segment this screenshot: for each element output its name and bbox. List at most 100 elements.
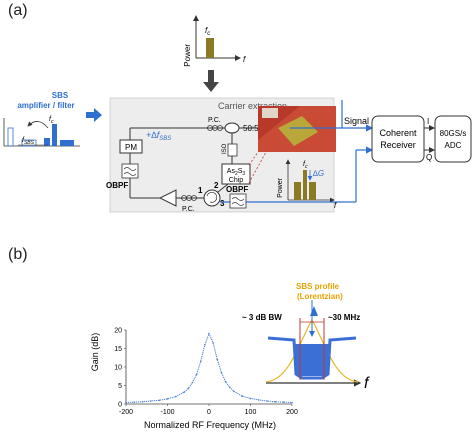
data-point	[125, 401, 127, 404]
data-point	[216, 358, 219, 361]
receiver-label: Receiver	[380, 140, 416, 150]
pc-icon	[207, 125, 223, 131]
mhz-label: ~30 MHz	[328, 313, 360, 322]
fsbs-label: fSBS	[22, 137, 35, 146]
pc-top-label: P.C.	[208, 117, 221, 124]
data-point	[183, 391, 185, 393]
power-axis-label: Power	[277, 177, 284, 198]
gain-label: ∆G	[313, 169, 324, 178]
sbs-subtitle: amplifier / filter	[17, 101, 74, 110]
y-tick-label: 15	[114, 346, 122, 353]
x-tick-label: 100	[245, 409, 257, 416]
coupler-icon	[224, 122, 240, 134]
output-spectrum: Power f fc ∆G	[277, 159, 337, 210]
gain-chart: -200 -100 0 100 200 0 5 10 15 20	[114, 328, 298, 417]
fc-label: fc	[49, 116, 54, 125]
coherent-label: Coherent	[379, 128, 417, 138]
x-tick-label: 0	[207, 409, 211, 416]
data-point	[228, 386, 231, 389]
data-point	[241, 395, 243, 398]
data-point	[204, 344, 206, 346]
data-point	[212, 342, 214, 344]
input-spectrum: Power f fc	[183, 15, 246, 67]
port-1-label: 1	[198, 186, 203, 195]
data-point	[141, 400, 144, 403]
chip-material-label: As2S3	[227, 168, 246, 177]
data-point	[291, 401, 293, 404]
f-label: f	[364, 375, 370, 392]
carrier-bar	[52, 124, 57, 146]
y-tick-label: 5	[118, 383, 122, 390]
panel-b-label: (b)	[8, 246, 28, 263]
obpf-left-icon	[121, 163, 139, 179]
port-2-label: 2	[214, 181, 219, 190]
adc-rate-label: 80GS/s	[440, 129, 467, 138]
data-point	[258, 399, 260, 401]
i-label: I	[427, 117, 429, 126]
pm-label: PM	[125, 143, 137, 152]
chip-photo	[258, 106, 336, 152]
obpf-right-icon	[229, 193, 247, 209]
data-point	[249, 397, 252, 400]
pm-box	[119, 139, 143, 154]
data-point	[233, 390, 235, 393]
data-point	[195, 373, 198, 376]
data-point	[166, 398, 169, 400]
signal-label: Signal	[344, 116, 369, 126]
y-tick-label: 10	[114, 365, 122, 372]
coupler-label: 50:50	[243, 124, 264, 133]
data-point	[187, 387, 190, 390]
series-line	[125, 332, 293, 403]
carrier-label: fc	[205, 26, 210, 37]
lorentzian-label: (Lorentzian)	[297, 292, 343, 301]
power-axis-label: Power	[183, 44, 192, 67]
iso-label: ISO	[222, 143, 228, 154]
sbs-profile-label: SBS profile	[296, 282, 340, 291]
data-point	[133, 401, 136, 403]
panel-a-label: (a)	[8, 2, 28, 19]
data-point	[266, 400, 268, 402]
down-arrow-icon	[203, 70, 219, 92]
chip-box	[221, 163, 251, 185]
pc-icon	[181, 195, 197, 201]
carrier-bar	[206, 38, 214, 58]
adc-box	[434, 115, 472, 163]
carrier-label: fc	[303, 161, 308, 170]
data-point	[191, 381, 194, 384]
data-point	[175, 395, 177, 398]
port-3-label: 3	[220, 199, 225, 208]
q-label: Q	[426, 153, 432, 162]
data-point	[220, 371, 223, 374]
carrier-extraction-label: Carrier extraction	[218, 101, 287, 111]
obpf-right-label: OBPF	[226, 185, 248, 194]
data-point	[224, 381, 227, 383]
chip-label: Chip	[229, 177, 244, 184]
pc-bottom-label: P.C.	[182, 206, 195, 213]
delta-f-label: +∆fSBS	[146, 130, 171, 142]
x-tick-label: -100	[160, 409, 174, 416]
bw-label: ~ 3 dB BW	[242, 313, 282, 322]
y-tick-label: 20	[114, 328, 122, 335]
data-point	[150, 400, 152, 402]
x-tick-label: 200	[286, 409, 298, 416]
sbs-profile-inset: SBS profile (Lorentzian) ~ 3 dB BW ~30 M…	[242, 282, 370, 392]
data-point	[199, 360, 202, 363]
data-point	[282, 401, 285, 403]
freq-axis-label: f	[243, 55, 246, 64]
sbs-title: SBS	[52, 91, 69, 100]
data-point	[208, 332, 210, 335]
y-tick-label: 0	[118, 402, 122, 409]
freq-axis-label: f	[334, 201, 337, 210]
data-point	[158, 399, 160, 402]
data-point	[274, 400, 277, 403]
x-tick-label: -200	[119, 409, 133, 416]
isolator-icon	[227, 143, 238, 157]
right-arrow-icon	[86, 108, 102, 122]
adc-label: ADC	[445, 141, 462, 150]
sbs-spectrum: fSBS fc	[3, 116, 80, 147]
x-axis-label: Normalized RF Frequency (MHz)	[144, 420, 276, 430]
y-axis-label: Gain (dB)	[90, 333, 100, 372]
coherent-receiver-box	[371, 115, 425, 163]
obpf-left-label: OBPF	[106, 181, 128, 190]
